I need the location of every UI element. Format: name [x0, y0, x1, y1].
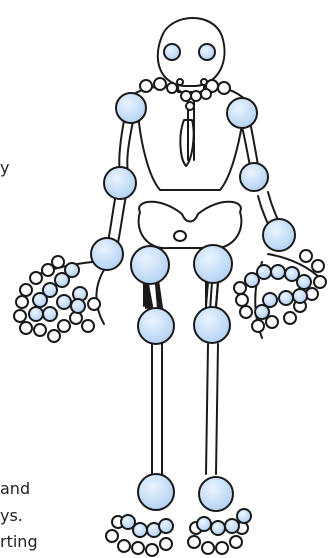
finger-l-b1: [16, 296, 28, 308]
joint-hand-r-7: [279, 291, 293, 305]
joint-jaw-left: [164, 44, 180, 60]
joint-foot-r-1: [197, 517, 211, 531]
finger-l-d1: [70, 312, 82, 324]
finger-l-a3: [30, 272, 42, 284]
finger-l-b3: [20, 322, 32, 334]
thigh-R2: [216, 284, 218, 306]
joint-knee-right: [194, 307, 230, 343]
joint-hip-left: [131, 246, 169, 284]
joint-hand-l-7: [57, 295, 71, 309]
shoulder-small-r2: [218, 82, 230, 94]
finger-r-a1: [234, 282, 246, 294]
thigh-right-long: [210, 282, 212, 310]
humerus-left-b: [127, 116, 134, 172]
pelvis: [139, 202, 242, 248]
joint-hand-l-6: [43, 307, 57, 321]
finger-l-a4: [20, 284, 32, 296]
joint-hand-r-9: [255, 305, 269, 319]
joint-wrist-right: [263, 219, 295, 251]
joint-foot-r-4: [237, 509, 251, 523]
pelvis-hole: [174, 231, 186, 241]
neck-vertebra-2: [191, 91, 201, 101]
toe-r-2: [188, 536, 200, 548]
finger-l-b2: [14, 310, 26, 322]
joint-hand-l-9: [71, 299, 85, 313]
sternum: [180, 120, 193, 166]
toe-l-3: [118, 540, 130, 552]
joint-ankle-right: [199, 477, 233, 511]
finger-l-a2: [42, 264, 54, 276]
finger-r-d1: [312, 260, 324, 272]
finger-r-a2: [236, 294, 248, 306]
shoulder-small-l3: [167, 83, 177, 93]
finger-l-d3: [88, 298, 100, 310]
toe-l-4: [132, 542, 144, 554]
joint-elbow-left: [104, 167, 136, 199]
joint-hand-l-5: [29, 307, 43, 321]
shoulder-small-l2: [154, 78, 166, 90]
joint-hand-l-2: [55, 273, 69, 287]
toe-r-3: [202, 542, 214, 554]
joint-foot-l-2: [133, 523, 147, 537]
shoulder-small-l1: [140, 80, 152, 92]
finger-r-c3: [314, 276, 326, 288]
finger-r-b1: [252, 320, 264, 332]
joint-ankle-left: [138, 474, 174, 510]
joint-foot-r-3: [225, 519, 239, 533]
spine-small-1: [186, 102, 194, 110]
finger-r-b3: [284, 312, 296, 324]
joint-foot-r-2: [211, 521, 225, 535]
joint-hand-r-3: [271, 265, 285, 279]
joint-hand-r-6: [293, 289, 307, 303]
joint-knee-left: [138, 308, 174, 344]
joint-shoulder-right: [227, 98, 257, 128]
finger-l-c2: [48, 330, 60, 342]
joint-hand-l-4: [33, 293, 47, 307]
palm-left-b: [96, 270, 104, 324]
finger-l-c3: [58, 320, 70, 332]
joint-hip-right: [194, 245, 232, 283]
joint-jaw-right: [199, 44, 215, 60]
neck-vertebra: [181, 91, 191, 101]
finger-r-b2: [266, 316, 278, 328]
joint-foot-l-4: [159, 519, 173, 533]
toe-l-2: [106, 530, 118, 542]
toe-r-4: [216, 542, 228, 554]
joint-hand-r-2: [257, 265, 271, 279]
joint-wrist-left: [91, 238, 123, 270]
finger-l-c1: [34, 324, 46, 336]
finger-r-c2: [306, 288, 318, 300]
toe-l-5: [146, 544, 158, 556]
finger-r-a3: [240, 306, 252, 318]
tibia-right: [206, 344, 208, 474]
vertebra-c: [177, 79, 183, 85]
finger-l-d2: [82, 320, 94, 332]
joint-shoulder-left: [116, 93, 146, 123]
finger-r-d2: [300, 250, 312, 262]
toe-r-5: [230, 536, 242, 548]
joint-elbow-right: [240, 163, 268, 191]
toe-l-6: [160, 538, 172, 550]
tibia-right-b: [216, 344, 218, 474]
joint-hand-r-5: [297, 275, 311, 289]
shoulder-small-r3: [201, 89, 211, 99]
